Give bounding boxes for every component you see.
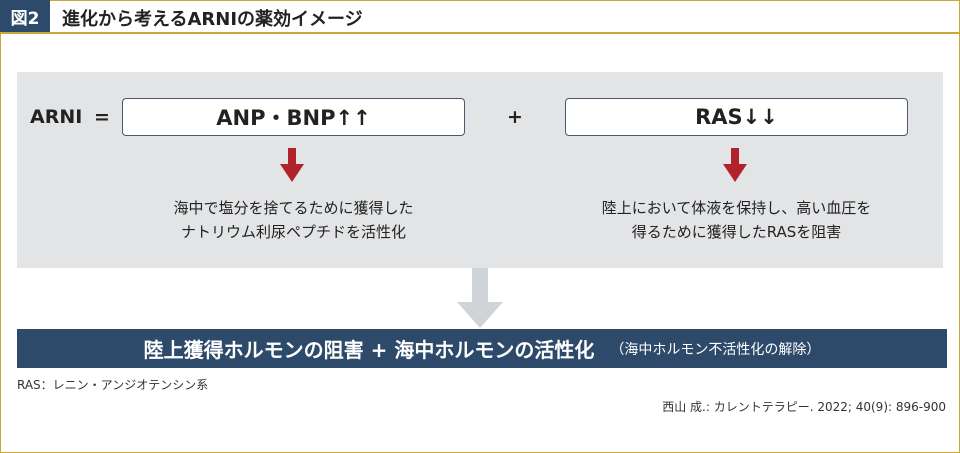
title-rule	[0, 32, 960, 34]
arni-label: ARNI	[30, 106, 83, 128]
footnote: RAS：レニン・アンジオテンシン系	[17, 378, 209, 392]
ras-description-line: 得るために獲得したRASを阻害	[631, 223, 842, 241]
result-banner: 陸上獲得ホルモンの阻害 + 海中ホルモンの活性化 （海中ホルモン不活性化の解除）	[17, 329, 947, 368]
figure-badge: 図2	[0, 0, 50, 32]
result-main-text: 陸上獲得ホルモンの阻害 + 海中ホルモンの活性化	[143, 338, 595, 362]
down-arrow-icon	[723, 148, 747, 182]
result-sub-text: （海中ホルモン不活性化の解除）	[610, 341, 821, 358]
anp-bnp-box: ANP・BNP↑↑	[122, 98, 465, 136]
anp-description-line: ナトリウム利尿ペプチドを活性化	[180, 223, 406, 241]
down-arrow-icon	[457, 268, 503, 328]
equals-sign: =	[94, 106, 110, 128]
ras-description: 陸上において体液を保持し、高い血圧を 得るために獲得したRASを阻害	[565, 196, 908, 244]
citation: 西山 成.: カレントテラピー. 2022; 40(9): 896-900	[662, 400, 946, 414]
anp-description-line: 海中で塩分を捨てるために獲得した	[173, 199, 414, 217]
ras-box: RAS↓↓	[565, 98, 908, 136]
figure-title: 進化から考えるARNIの薬効イメージ	[62, 9, 363, 30]
down-arrow-icon	[280, 148, 304, 182]
anp-description: 海中で塩分を捨てるために獲得した ナトリウム利尿ペプチドを活性化	[122, 196, 465, 244]
ras-description-line: 陸上において体液を保持し、高い血圧を	[601, 199, 872, 217]
plus-sign: +	[507, 106, 523, 128]
